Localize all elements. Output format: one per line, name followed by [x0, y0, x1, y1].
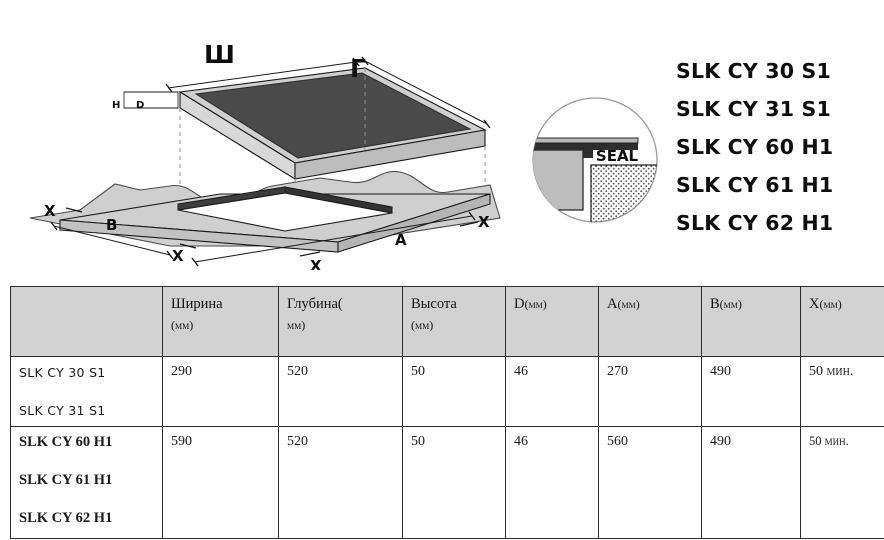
dimension-tick-width-end [352, 57, 360, 67]
label-depth: Г [350, 54, 366, 83]
model-name-0: SLK CY 30 S1 [676, 59, 831, 83]
dimension-tick-b-start [50, 221, 58, 231]
row-0-models: SLK CY 30 S1 SLK CY 31 S1 [10, 356, 163, 427]
dimension-tick-a-start [191, 257, 199, 267]
header-depth-unit: мм) [287, 318, 306, 332]
label-x-right: X [478, 213, 490, 231]
row-1-b: 490 [701, 426, 801, 539]
label-x-left: X [44, 202, 56, 220]
header-b-unit: (мм) [719, 297, 742, 311]
table-body: SLK CY 30 S1 SLK CY 31 S1 290 520 50 46 … [10, 356, 884, 539]
dimension-tick-depth-start [361, 56, 369, 66]
header-d: D(мм) [505, 286, 599, 357]
clearance-tick-x-bottom-left [179, 243, 197, 249]
header-height-unit: (мм) [411, 318, 434, 332]
row-1-model-0: SLK CY 60 H1 [19, 434, 113, 450]
seal-gasket-tab [583, 150, 593, 158]
row-1-height: 50 [402, 426, 506, 539]
dimension-line-b [53, 225, 171, 256]
table-header: Ширина (мм) Глубина( мм) Высота (мм) D(м… [10, 286, 884, 357]
header-depth: Глубина( мм) [278, 286, 403, 357]
cooktop-glass-surface [194, 72, 472, 159]
row-0-model-1: SLK CY 31 S1 [19, 403, 106, 418]
specifications-table: Ширина (мм) Глубина( мм) Высота (мм) D(м… [10, 286, 884, 539]
header-a: A(мм) [598, 286, 702, 357]
clearance-tick-x-left [65, 207, 83, 213]
row-1-depth: 520 [278, 426, 403, 539]
thickness-callout-box [123, 91, 179, 109]
row-0-d: 46 [505, 356, 599, 427]
model-name-1: SLK CY 31 S1 [676, 97, 831, 121]
header-b: B(мм) [701, 286, 801, 357]
row-1-model-1: SLK CY 61 H1 [19, 472, 113, 488]
row-0-height: 50 [402, 356, 506, 427]
installation-diagram: Ш Г H D B A X X X X [29, 40, 501, 270]
header-a-text: A [607, 296, 618, 312]
header-model [10, 286, 163, 357]
clearance-tick-x-bottom-right [299, 251, 321, 257]
header-x-unit: (мм) [819, 297, 842, 311]
header-width-text: Ширина [171, 296, 223, 312]
header-x-text: X [809, 296, 820, 312]
label-width: Ш [204, 40, 235, 69]
row-0-a: 270 [598, 356, 702, 427]
row-0-model-0: SLK CY 30 S1 [19, 365, 106, 380]
header-b-text: B [710, 296, 720, 312]
dimension-tick-depth-end [483, 119, 491, 129]
row-0-width: 290 [162, 356, 279, 427]
dimension-tick-b-end [166, 250, 174, 260]
seal-countertop-section [590, 164, 657, 222]
row-1-width: 590 [162, 426, 279, 539]
row-1-models: SLK CY 60 H1 SLK CY 61 H1 SLK CY 62 H1 [10, 426, 163, 539]
countertop-right-thickness [337, 193, 491, 253]
header-a-unit: (мм) [617, 297, 640, 311]
header-width-unit: (мм) [171, 318, 194, 332]
row-0-b: 490 [701, 356, 801, 427]
table-row: SLK CY 60 H1 SLK CY 61 H1 SLK CY 62 H1 5… [10, 426, 884, 539]
model-name-4: SLK CY 62 H1 [676, 211, 834, 235]
dimension-tick-a-end [468, 211, 476, 221]
label-b: B [106, 216, 117, 234]
seal-label: SEAL [596, 147, 639, 165]
row-1-a: 560 [598, 426, 702, 539]
header-height-text: Высота [411, 296, 457, 312]
seal-detail-inset: SEAL [532, 97, 658, 223]
model-name-3: SLK CY 61 H1 [676, 173, 834, 197]
dimension-line-depth [364, 60, 488, 125]
header-x: X(мм) [800, 286, 884, 357]
header-d-text: D [514, 296, 525, 312]
model-name-list: SLK CY 30 S1 SLK CY 31 S1 SLK CY 60 H1 S… [676, 52, 876, 242]
row-1-d: 46 [505, 426, 599, 539]
label-x-bottom-left: X [172, 247, 184, 265]
seal-cooktop-flange [533, 137, 639, 144]
table-row: SLK CY 30 S1 SLK CY 31 S1 290 520 50 46 … [10, 356, 884, 427]
clearance-tick-x-right [459, 221, 479, 227]
label-h: H [112, 100, 120, 111]
cutout-back-left-wall [177, 186, 286, 211]
model-name-2: SLK CY 60 H1 [676, 135, 834, 159]
table-header-row: Ширина (мм) Глубина( мм) Высота (мм) D(м… [10, 286, 884, 357]
label-a: A [395, 231, 407, 249]
row-0-x: 50 мин. [800, 356, 884, 427]
dimension-tick-width-start [165, 83, 173, 93]
technical-illustration: Ш Г H D B A X X X X [29, 40, 876, 270]
header-depth-text: Глубина( [287, 296, 343, 312]
dimension-line-a [194, 215, 473, 263]
header-width: Ширина (мм) [162, 286, 279, 357]
seal-appliance-body [533, 149, 584, 211]
seal-cooktop-lip [533, 142, 638, 150]
row-1-x: 50 мин. [800, 426, 884, 539]
header-height: Высота (мм) [402, 286, 506, 357]
row-1-model-2: SLK CY 62 H1 [19, 510, 113, 526]
dimension-line-width [167, 61, 357, 89]
label-x-bottom-right: X [310, 257, 322, 270]
header-d-unit: (мм) [524, 297, 547, 311]
label-d: D [136, 100, 144, 111]
row-0-depth: 520 [278, 356, 403, 427]
